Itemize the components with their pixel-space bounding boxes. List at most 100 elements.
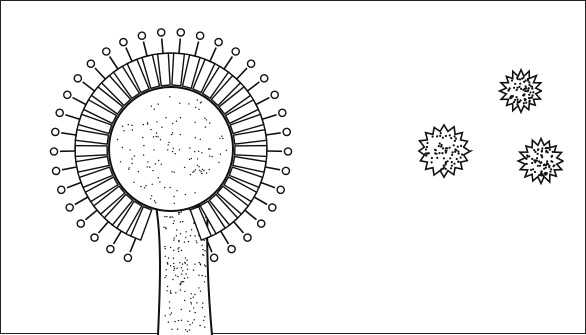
conidium bbox=[284, 148, 291, 155]
spore-texture bbox=[432, 136, 434, 138]
spore-texture bbox=[547, 147, 549, 149]
vesicle-stipple bbox=[150, 129, 151, 130]
stalk-stipple bbox=[182, 263, 183, 264]
stalk-stipple bbox=[181, 273, 182, 274]
spore-texture bbox=[537, 165, 539, 167]
stalk-stipple bbox=[181, 320, 182, 321]
stalk-stipple bbox=[175, 292, 176, 293]
vesicle-stipple bbox=[129, 167, 130, 168]
vesicle-stipple bbox=[171, 171, 172, 172]
stalk-stipple bbox=[175, 275, 176, 276]
vesicle-stipple bbox=[188, 103, 189, 104]
phialide bbox=[73, 98, 86, 105]
phialide bbox=[110, 57, 118, 70]
vesicle-stipple bbox=[201, 152, 202, 153]
stalk-stipple bbox=[169, 301, 170, 302]
vesicle-stipple bbox=[155, 163, 156, 164]
stalk-stipple bbox=[173, 239, 174, 240]
vesicle-stipple bbox=[161, 127, 162, 128]
vesicle-stipple bbox=[131, 125, 132, 126]
stalk-stipple bbox=[177, 329, 178, 330]
stalk-stipple bbox=[173, 270, 174, 271]
spore-texture bbox=[531, 96, 533, 98]
spore-texture bbox=[538, 174, 540, 176]
stalk-stipple bbox=[179, 284, 180, 285]
spore-texture bbox=[451, 154, 453, 156]
vesicle-stipple bbox=[206, 119, 207, 120]
stalk-stipple bbox=[187, 269, 188, 270]
stalk-stipple bbox=[168, 257, 169, 258]
stalk-stipple bbox=[205, 266, 206, 267]
vesicle-stipple bbox=[172, 151, 173, 152]
vesicle-stipple bbox=[179, 103, 180, 104]
spore-texture bbox=[536, 157, 538, 159]
vesicle-stipple bbox=[129, 149, 130, 150]
spore-texture bbox=[452, 151, 454, 153]
vesicle-stipple bbox=[154, 200, 155, 201]
spore-texture bbox=[525, 102, 527, 104]
stalk-stipple bbox=[169, 314, 170, 315]
vesicle-stipple bbox=[191, 158, 192, 159]
spore-texture bbox=[531, 88, 533, 90]
conidium bbox=[269, 204, 276, 211]
vesicle-stipple bbox=[150, 198, 151, 199]
stalk-stipple bbox=[196, 240, 197, 241]
spore-texture bbox=[550, 168, 552, 170]
spore-texture bbox=[461, 153, 463, 155]
spore-texture bbox=[440, 132, 442, 134]
conidium bbox=[107, 246, 114, 253]
conidium bbox=[52, 128, 59, 135]
vesicle-stipple bbox=[195, 107, 196, 108]
stalk-stipple bbox=[202, 307, 203, 308]
vesicle-stipple bbox=[176, 121, 177, 122]
vesicle-stipple bbox=[205, 126, 206, 127]
stalk-stipple bbox=[184, 300, 185, 301]
spore-texture bbox=[534, 151, 536, 153]
stalk-stipple bbox=[168, 321, 169, 322]
vesicle-stipple bbox=[158, 160, 159, 161]
spore-texture bbox=[507, 90, 509, 92]
stalk-stipple bbox=[165, 256, 166, 257]
spore-texture bbox=[528, 94, 530, 96]
phialide bbox=[210, 48, 216, 62]
stalk-stipple bbox=[194, 294, 195, 295]
phialide bbox=[95, 68, 105, 79]
vesicle-stipple bbox=[145, 185, 146, 186]
stalk-stipple bbox=[166, 275, 167, 276]
conidium bbox=[282, 167, 289, 174]
spore-texture bbox=[449, 157, 451, 159]
spore-texture bbox=[525, 87, 527, 89]
vesicle-stipple bbox=[195, 137, 196, 138]
conidium bbox=[87, 60, 94, 67]
stalk-stipple bbox=[202, 249, 203, 250]
spore-texture bbox=[552, 151, 554, 153]
vesicle-stipple bbox=[128, 169, 129, 170]
phialide bbox=[224, 57, 232, 70]
vesicle-stipple bbox=[185, 194, 186, 195]
spore-texture bbox=[518, 86, 520, 88]
vesicle-stipple bbox=[197, 165, 198, 166]
spore-texture bbox=[451, 165, 453, 167]
conidium bbox=[277, 186, 284, 193]
spore-texture bbox=[539, 165, 541, 167]
conidium bbox=[271, 91, 278, 98]
stalk-stipple bbox=[198, 287, 199, 288]
conidium bbox=[283, 128, 290, 135]
conidium bbox=[211, 254, 218, 261]
vesicle-stipple bbox=[117, 139, 118, 140]
spore-texture bbox=[511, 79, 513, 81]
vesicle-stipple bbox=[199, 170, 200, 171]
vesicle-stipple bbox=[140, 186, 141, 187]
spore-texture bbox=[525, 158, 527, 160]
stalk-stipple bbox=[196, 242, 197, 243]
spore-texture bbox=[454, 135, 456, 137]
stalk-stipple bbox=[184, 278, 185, 279]
vesicle-stipple bbox=[151, 195, 152, 196]
spore-texture bbox=[451, 161, 453, 163]
spore-texture bbox=[460, 145, 462, 147]
stalk-stipple bbox=[199, 325, 200, 326]
vesicle-stipple bbox=[132, 129, 133, 130]
stalk-stipple bbox=[165, 227, 166, 228]
stalk-stipple bbox=[169, 217, 170, 218]
